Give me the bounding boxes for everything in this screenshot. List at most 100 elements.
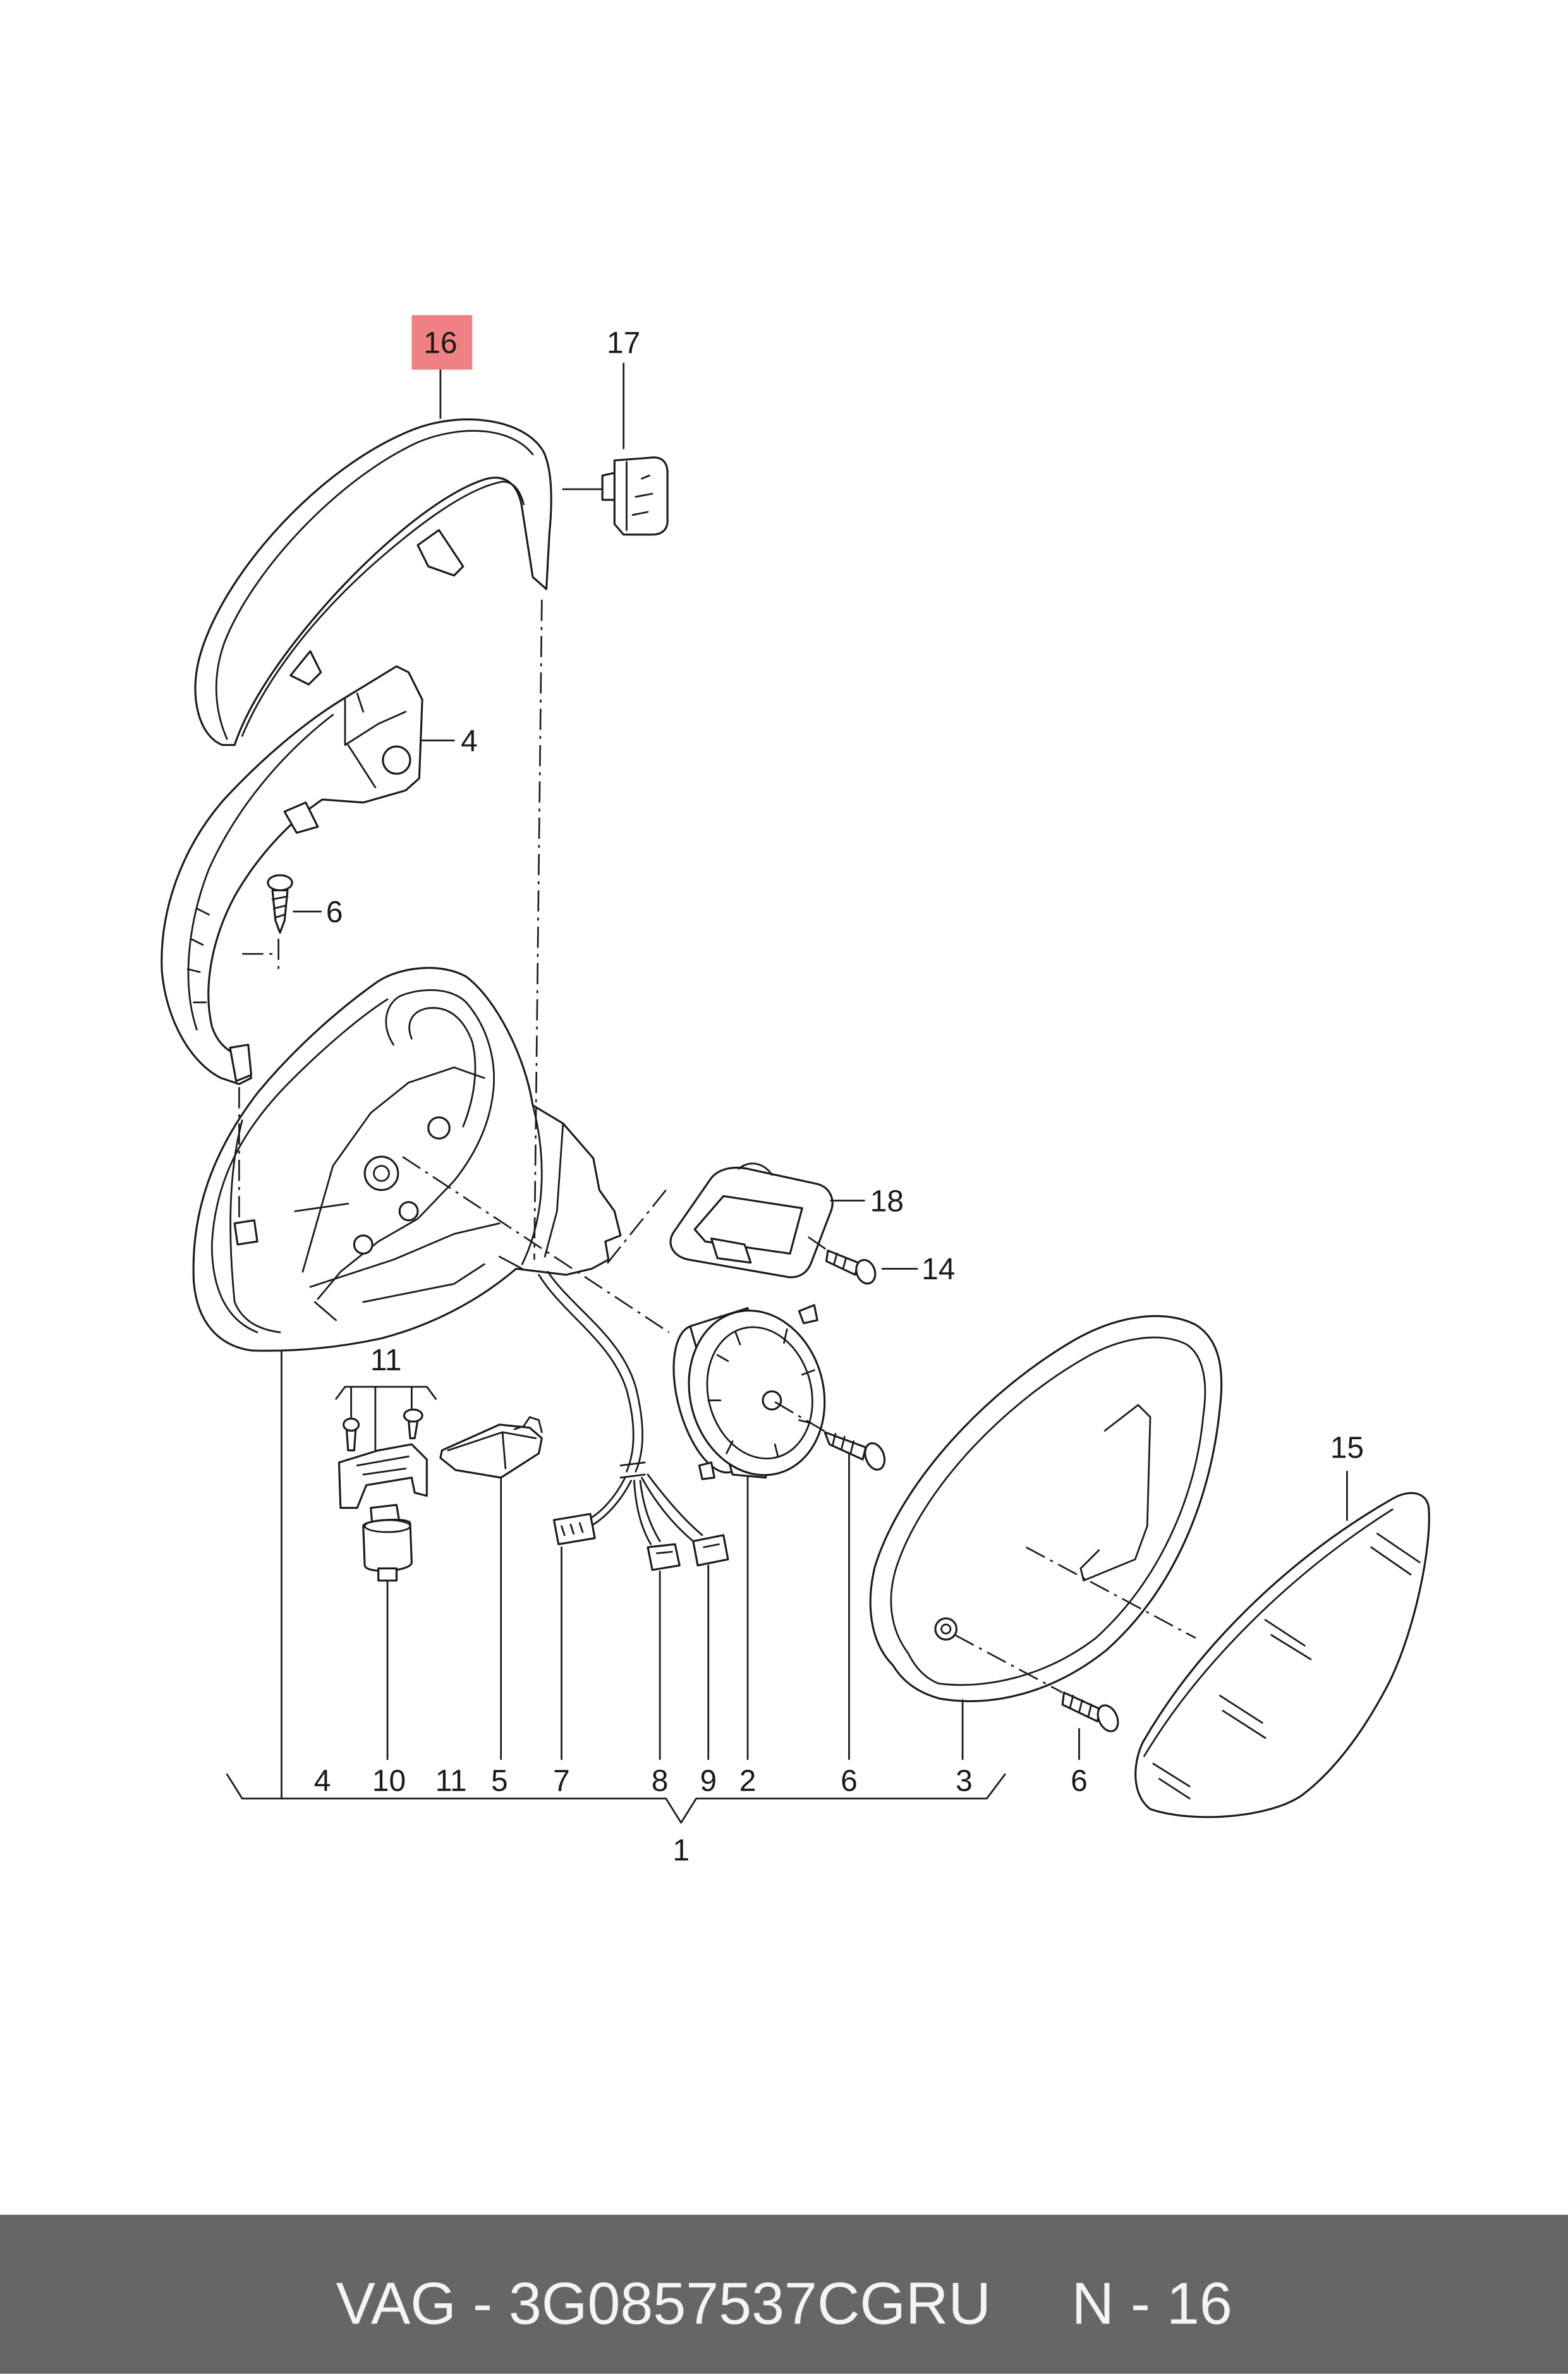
- harness-cable-b: [547, 1270, 643, 1473]
- callout-14: 14: [921, 1253, 955, 1286]
- trim-clip: [601, 456, 669, 536]
- screw-14-thread: [833, 1252, 848, 1270]
- frame-pivot-boss: [382, 745, 411, 775]
- connector-9-latch: [703, 1543, 720, 1549]
- control-module: [439, 1416, 543, 1479]
- housing-inner-rim: [210, 998, 389, 1334]
- housing-boss-c: [353, 1234, 374, 1255]
- harness-cable-a: [538, 1274, 635, 1473]
- glass-reflection-marks: [1152, 1533, 1421, 1799]
- callout-bottom-9: 9: [700, 1765, 717, 1798]
- sensor-unit: [362, 1504, 413, 1582]
- callout-18: 18: [870, 1184, 904, 1218]
- highlight-box: [411, 315, 473, 370]
- screw-upper-head: [267, 874, 293, 892]
- cap-rim-line: [215, 430, 534, 740]
- screw-motor-head: [864, 1442, 886, 1471]
- frame-outline: [161, 665, 423, 1085]
- clip-slots: [626, 461, 653, 532]
- connector-7: [552, 1513, 596, 1545]
- sensor-nub: [377, 1567, 398, 1582]
- axis-cover-screw: [808, 1236, 829, 1251]
- callout-bottom-2: 2: [739, 1765, 757, 1798]
- axis-screw-upper: [242, 939, 279, 972]
- sensor-body: [362, 1518, 413, 1572]
- motor-inner-ring: [706, 1326, 813, 1460]
- assembly-axis-lines: [238, 599, 1196, 1694]
- callout-11-upper: 11: [370, 1344, 402, 1377]
- housing-arm-inner: [408, 1007, 477, 1128]
- housing-boss-a: [427, 1116, 451, 1140]
- plate-glass-seat: [1079, 1404, 1152, 1582]
- axis-plate-screw: [954, 1634, 1063, 1694]
- connector-7-body: [552, 1513, 596, 1545]
- housing-opening-edge: [229, 1119, 281, 1334]
- callout-bottom-11: 11: [435, 1765, 467, 1798]
- footer-page-ref: N - 16: [1072, 2270, 1232, 2336]
- screw-motor: [824, 1431, 886, 1471]
- cap-tab-lower: [289, 650, 322, 686]
- motor-hub: [762, 1390, 782, 1411]
- screw-right-head: [1097, 1704, 1119, 1732]
- callout-bottom-3: 3: [956, 1765, 973, 1798]
- screw-right: [1061, 1691, 1119, 1732]
- housing-lower-tab: [233, 1219, 258, 1246]
- screw-motor-shank: [824, 1431, 867, 1461]
- connector-7-pins: [561, 1522, 584, 1537]
- frame-mount-box: [344, 692, 407, 789]
- cover-frame-ridge: [738, 1162, 773, 1176]
- mirror-glass: [1134, 1492, 1430, 1818]
- connector-9: [692, 1534, 729, 1567]
- frame-side-clip: [283, 801, 319, 834]
- bracket-plate: [337, 1443, 428, 1509]
- callout-bottom-4: 4: [314, 1765, 331, 1798]
- callout-4-upper: 4: [461, 724, 478, 758]
- sensor-bracket: [337, 1408, 428, 1509]
- motor-ring-ticks: [707, 1328, 815, 1458]
- screw-right-thread: [1069, 1695, 1093, 1718]
- footer-background: [0, 2215, 1568, 2374]
- housing-pivot: [363, 1155, 399, 1191]
- callout-labels: 16 17 4 6 18 14 11 15 4 10 11 5 7 8 9 2 …: [314, 326, 1364, 1867]
- housing-wire-exit: [313, 1255, 523, 1322]
- module-body: [439, 1423, 543, 1479]
- footer-part-number: VAG - 3G0857537CGRU: [336, 2270, 991, 2336]
- connector-8-body: [647, 1543, 681, 1571]
- axis-housing-to-cover: [604, 1189, 667, 1267]
- axis-housing-to-motor: [402, 1156, 670, 1333]
- footer-bar: VAG - 3G0857537CGRU N - 16: [0, 2215, 1568, 2374]
- leader-11-upper: [335, 1385, 437, 1452]
- housing-pivot-inner: [373, 1165, 390, 1182]
- harness-branch-8: [633, 1480, 661, 1545]
- frame-inner-line: [187, 714, 334, 1031]
- glass-outline: [1134, 1492, 1430, 1818]
- axis-plate-to-glass: [1026, 1546, 1196, 1639]
- plate-inner-rim: [890, 1336, 1206, 1686]
- cover-frame-tab: [710, 1237, 752, 1264]
- callout-bottom-6-right: 6: [1071, 1765, 1088, 1798]
- cap-inner-edge: [241, 480, 525, 737]
- housing-foot-detail: [521, 1104, 564, 1265]
- connector-8-latch: [655, 1550, 673, 1554]
- axis-cap-to-housing: [533, 599, 543, 1260]
- cover-frame-opening: [693, 1195, 803, 1255]
- plate-screw-hole-inner: [940, 1623, 952, 1634]
- screw-14: [825, 1250, 877, 1285]
- callout-assembly-1: 1: [672, 1834, 690, 1868]
- motor-tab-top: [798, 1304, 818, 1325]
- callout-bottom-5: 5: [491, 1765, 508, 1798]
- callout-16: 16: [423, 326, 457, 360]
- assembly-bracket: [226, 1773, 1006, 1824]
- frame-bottom-clip: [229, 1044, 253, 1082]
- callout-6-upper: 6: [326, 896, 343, 929]
- housing-boss-b: [398, 1201, 419, 1222]
- glass-edge-line: [1143, 1508, 1394, 1757]
- cap-shell: [194, 418, 552, 746]
- callout-bottom-8: 8: [652, 1765, 669, 1798]
- screw-upper-thread: [271, 895, 289, 919]
- screw-upper: [267, 874, 293, 934]
- callout-17: 17: [607, 326, 640, 360]
- mirror-frame-bracket: [161, 665, 423, 1085]
- connector-8: [647, 1543, 681, 1571]
